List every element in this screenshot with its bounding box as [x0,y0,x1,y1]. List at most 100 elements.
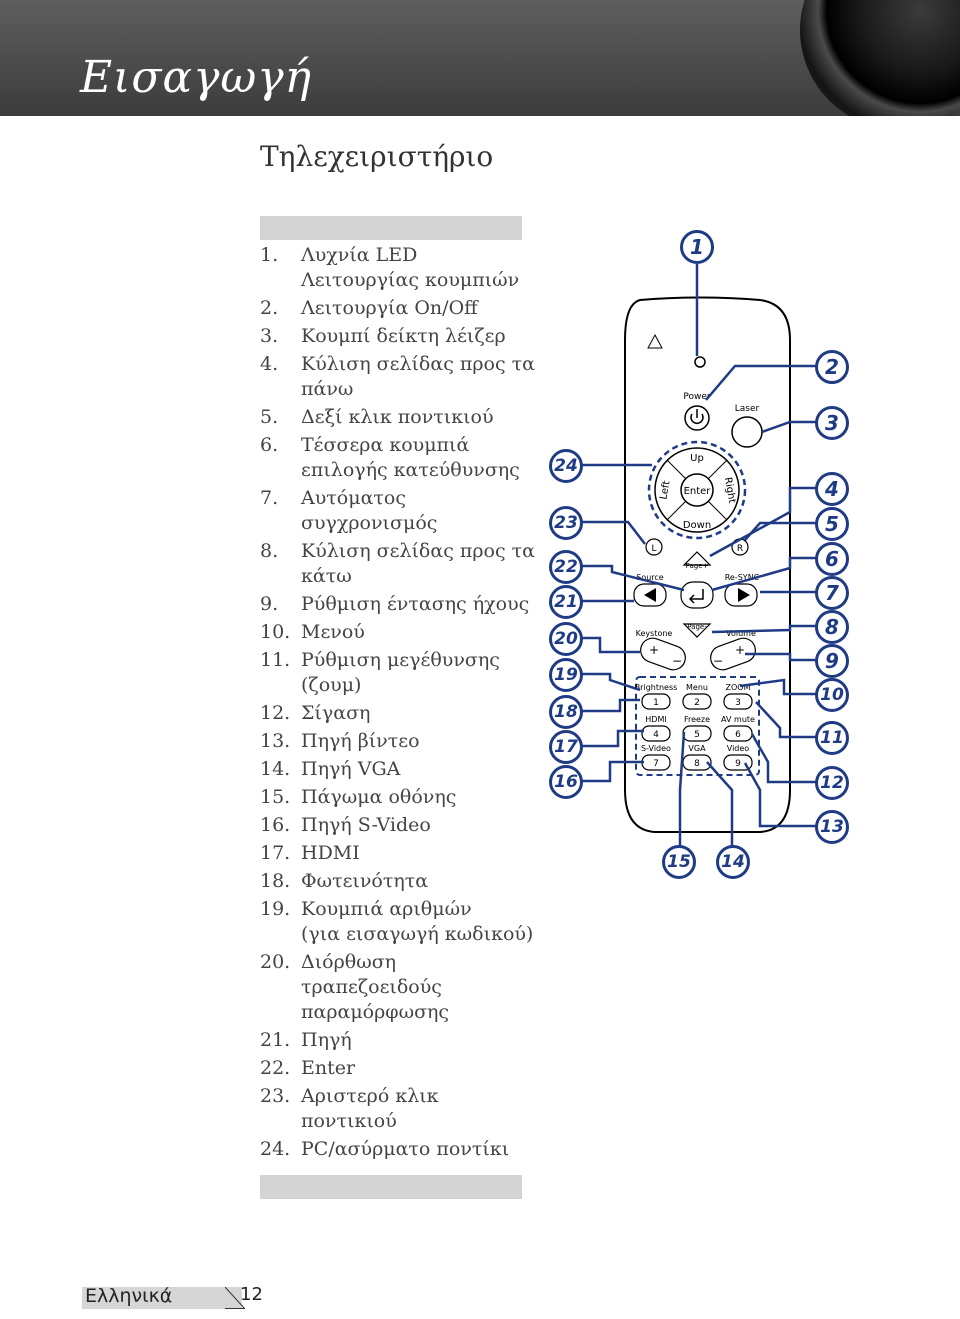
svg-text:8: 8 [694,759,700,769]
svg-text:Brightness: Brightness [635,683,678,692]
legend-item-text: Σίγαση [301,702,371,724]
enter-label: Enter [684,486,712,497]
legend-item-text: Λειτουργίας κουμπιών [301,269,520,291]
svg-text:2: 2 [694,698,700,708]
legend-item-text: Αυτόματος [301,487,406,509]
volume-label: Volume [726,629,756,638]
callout-17: 17 [549,730,583,764]
legend-item: 11. Ρύθμιση μεγέθυνσης (ζουμ) [260,648,535,698]
enter-button [680,473,714,507]
legend-item-text: κάτω [301,565,352,587]
legend-item-number: 10. [260,621,291,643]
page-down-label: Page- [687,623,707,631]
legend-item-number: 5. [260,406,279,428]
svg-text:6: 6 [735,730,741,740]
legend-item-number: 2. [260,297,279,319]
laser-warning-icon [647,333,663,349]
power-icon [690,413,704,424]
svg-text:3: 3 [735,698,741,708]
legend-item-number: 11. [260,649,291,671]
left-click-button [645,538,663,556]
callout-20: 20 [549,622,583,656]
svg-text:S-Video: S-Video [641,744,671,753]
svg-text:−: − [672,654,682,668]
page-up-label: Page+ [686,562,709,570]
legend-item-text: (ζουμ) [301,674,362,696]
legend-item-text: επιλογής κατεύθυνσης [301,459,520,481]
legend-item-text: τραπεζοειδούς [301,976,442,998]
legend-item-text: ποντικιού [301,1110,397,1132]
top-divider-bar [260,216,522,240]
keystone-rocker [640,637,686,671]
svg-text:5: 5 [694,730,700,740]
callout-18: 18 [549,695,583,729]
keystone-label: Keystone [636,629,673,638]
power-label: Power [683,392,711,402]
right-label: Right [722,476,737,504]
center-enter-button [680,581,714,609]
legend-item-number: 23. [260,1085,291,1107]
legend-item-text: Κύλιση σελίδας προς τα [301,540,536,562]
legend-item-number: 9. [260,593,279,615]
legend-item-text: Ρύθμιση μεγέθυνσης [301,649,500,671]
legend-item-number: 21. [260,1029,291,1051]
legend-item-text: Πηγή [301,1029,352,1051]
svg-text:7: 7 [653,759,659,769]
callout-3: 3 [815,406,849,440]
page-down-button [682,623,712,638]
callout-23: 23 [549,506,583,540]
status-led [694,356,706,368]
svg-text:HDMI: HDMI [645,715,666,724]
legend-item-number: 22. [260,1057,291,1079]
header-title: Εισαγωγή [80,52,312,103]
legend-item: 24. PC/ασύρματο ποντίκι [260,1137,535,1162]
resync-label: Re-SYNC [725,573,760,582]
l-label: L [651,544,656,554]
legend-item-text: PC/ασύρματο ποντίκι [301,1138,510,1160]
callout-1: 1 [680,230,714,264]
enter-arrow-icon [688,589,704,604]
svg-text:1: 1 [653,698,659,708]
footer-slant [225,1287,245,1309]
legend-item-number: 7. [260,487,279,509]
callout-10: 10 [815,678,849,712]
legend-item-number: 13. [260,730,291,752]
legend-item-number: 16. [260,814,291,836]
legend-item-number: 3. [260,325,279,347]
legend-item-text: HDMI [301,842,360,864]
legend-item: 13. Πηγή βίντεο [260,729,535,754]
legend-item-text: Πάγωμα οθόνης [301,786,457,808]
legend-item-text: Πηγή βίντεο [301,730,420,752]
legend-item-text: Λειτουργία On/Off [301,297,478,319]
number-keys-highlight [635,676,760,776]
legend-item: 17. HDMI [260,841,535,866]
legend-item: 19.Κουμπιά αριθμών(για εισαγωγή κωδικού) [260,897,535,947]
legend-item-text: Μενού [301,621,365,643]
legend-item: 21. Πηγή [260,1028,535,1053]
r-label: R [737,544,743,554]
legend-item-number: 1. [260,244,279,266]
legend-item-text: (για εισαγωγή κωδικού) [301,923,534,945]
callout-13: 13 [815,810,849,844]
legend-item-text: Ρύθμιση έντασης ήχους [301,593,530,615]
legend-item-text: Enter [301,1057,356,1079]
legend-item-number: 24. [260,1138,291,1160]
svg-text:ZOOM: ZOOM [726,683,751,692]
legend-item: 7. Αυτόματος συγχρονισμός [260,486,535,536]
legend-item-text: συγχρονισμός [301,512,438,534]
legend-item-text: Πηγή VGA [301,758,401,780]
section-title: Τηλεχειριστήριο [260,140,494,173]
footer-language-tab [82,1287,242,1309]
legend-item: 5.Δεξί κλικ ποντικιού [260,405,535,430]
legend-item-number: 17. [260,842,291,864]
laser-button [731,416,763,448]
source-label: Source [636,573,664,582]
volume-rocker [710,637,756,671]
svg-text:9: 9 [735,759,741,769]
laser-label: Laser [735,404,760,414]
